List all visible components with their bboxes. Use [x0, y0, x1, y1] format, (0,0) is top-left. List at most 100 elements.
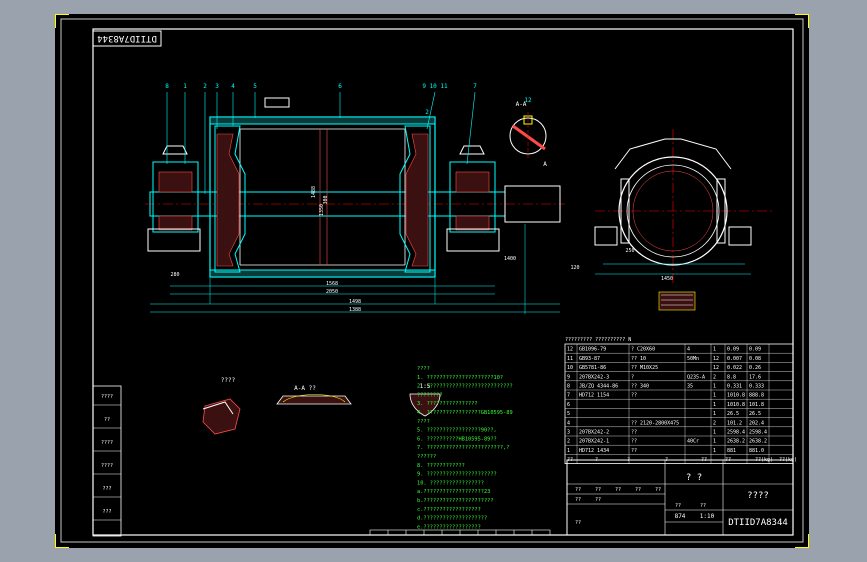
- bom-cell-unit: 12: [713, 356, 719, 362]
- bom-cell-no: 5: [567, 411, 570, 417]
- drawing-code-top-text: DTIID7A8344: [97, 33, 157, 43]
- bom-cell-name: ?? 340: [631, 384, 649, 390]
- bom-cell-no: 1: [567, 448, 570, 454]
- bom-cell-w1: 0.007: [727, 356, 742, 362]
- drawing-canvas[interactable]: DTIID7A8344 ????????????????????: [54, 13, 810, 549]
- bom-cell-no: 6: [567, 402, 570, 408]
- notes-heading: ????: [417, 366, 430, 372]
- bom-cell-no: 11: [567, 356, 573, 362]
- part-balloon: 8: [165, 83, 169, 90]
- bom-cell-no: 2: [567, 439, 570, 445]
- bom-cell-w2: 0.26: [749, 365, 761, 371]
- part-balloon: 9 10 11: [422, 83, 448, 90]
- bom-cell-w1: 0.022: [727, 365, 742, 371]
- dimension-label: 250: [625, 248, 634, 254]
- dimension-label: 1388: [349, 307, 361, 313]
- bom-cell-qty: 35: [687, 384, 693, 390]
- part-balloon: 2: [203, 83, 207, 90]
- part-balloon: 5: [253, 83, 257, 90]
- dimension-label: 120: [570, 265, 579, 271]
- note-line: 2. ???????????????????????????: [417, 384, 513, 390]
- bom-cell-qty: Q235-A: [687, 374, 705, 380]
- dimension-label: 1488: [311, 186, 317, 198]
- dimension-label: 1450: [661, 276, 673, 282]
- title-block-label: ??: [675, 503, 681, 509]
- dimension-label: 1400: [504, 256, 516, 262]
- left-title-strip: ????????????????????: [92, 385, 122, 537]
- bom-cell-w1: 881: [727, 448, 736, 454]
- title-center: ? ?: [686, 473, 702, 483]
- bom-cell-unit: 1: [713, 402, 716, 408]
- title-block-label: ??: [575, 487, 581, 493]
- bom-cell-w2: 26.5: [749, 411, 761, 417]
- note-line: a.???????????????????23: [417, 489, 490, 495]
- note-line: d.????????????????????: [417, 516, 487, 522]
- bom-cell-w2: 202.4: [749, 420, 764, 426]
- bom-cell-w1: 1010.8: [727, 393, 745, 399]
- bom-cell-code: 207BX242-2: [579, 430, 609, 436]
- title-block-label: ??: [655, 487, 661, 493]
- title-right: ????: [747, 491, 769, 501]
- pulley-end-view: [594, 129, 775, 311]
- note-line: 3. ????????????????: [417, 401, 478, 407]
- title-block-label: ??: [615, 487, 621, 493]
- bom-cell-w1: 2598.4: [727, 430, 745, 436]
- bom-cell-code: GB1096-79: [579, 347, 606, 353]
- part-balloon: 3: [215, 83, 219, 90]
- note-line: 4. ?????????????????GB10595-89: [417, 410, 513, 416]
- bom-cell-w2: 17.6: [749, 374, 761, 380]
- bom-cell-w2: 2638.2: [749, 439, 767, 445]
- note-line: 7. ????????????????????????,?: [417, 445, 509, 451]
- part-balloon: 7: [473, 83, 477, 90]
- bom-cell-w2: 0.09: [749, 347, 761, 353]
- bom-cell-code: GB5781-86: [579, 365, 606, 371]
- bom-cell-unit: 12: [713, 365, 719, 371]
- detail-title: 1:5: [420, 383, 431, 390]
- note-line: 5. ?????????????????90??,: [417, 428, 497, 434]
- part-balloon: 6: [338, 83, 342, 90]
- bom-cell-qty: 50Mn: [687, 356, 699, 362]
- bom-cell-w2: 101.8: [749, 402, 764, 408]
- side-label: ????: [101, 463, 113, 469]
- bom-cell-name: ?? M10X25: [631, 365, 658, 371]
- bom-cell-name: ? C20X60: [631, 347, 655, 353]
- dimension-label: 300: [323, 195, 329, 204]
- bom-cell-code: 207BX242-3: [579, 374, 609, 380]
- bom-cell-unit: 2: [713, 420, 716, 426]
- drawing-code-top: DTIID7A8344: [92, 30, 162, 47]
- dimension-label: 1568: [326, 281, 338, 287]
- bom-cell-unit: 1: [713, 411, 716, 417]
- detail-title: A-A ??: [294, 385, 316, 392]
- part-balloon: 12: [524, 97, 532, 104]
- part-balloon: 4: [231, 83, 235, 90]
- outer-frame: [60, 18, 804, 543]
- bom-cell-no: 8: [567, 384, 570, 390]
- bom-cell-w2: 0.333: [749, 384, 764, 390]
- bom-cell-name: ?: [631, 374, 634, 380]
- bom-cell-unit: 1: [713, 448, 716, 454]
- scale-text: 1:10: [700, 513, 715, 520]
- bom-header: ????????? ?????????? N: [565, 337, 631, 343]
- bom-cell-name: ??: [631, 430, 637, 436]
- bom-cell-no: 12: [567, 347, 573, 353]
- bom-cell-w1: 0.331: [727, 384, 742, 390]
- title-block-label: ??: [595, 487, 601, 493]
- bom-cell-w2: 0.08: [749, 356, 761, 362]
- bom-cell-no: 4: [567, 420, 570, 426]
- bom-cell-name: ?? 2120-2800X475: [631, 420, 679, 426]
- bom-cell-code: JB/ZQ 4344-86: [579, 384, 618, 390]
- bom-cell-w1: 8.8: [727, 374, 736, 380]
- title-block-label: ??: [700, 503, 706, 509]
- side-label: ????: [101, 440, 113, 446]
- detail-views: ????A-A ??1:5A-AA: [202, 101, 547, 435]
- note-line: 9. ??????????????????????: [417, 472, 497, 478]
- note-line: 1. ?????????????????????10?: [417, 375, 503, 381]
- bom-cell-unit: 2: [713, 374, 716, 380]
- title-block-label: ??: [575, 497, 581, 503]
- bom-cell-code: 207BX242-1: [579, 439, 609, 445]
- note-line: ????: [417, 419, 430, 425]
- bom-cell-qty: 4: [687, 347, 690, 353]
- side-label: ???: [102, 509, 111, 515]
